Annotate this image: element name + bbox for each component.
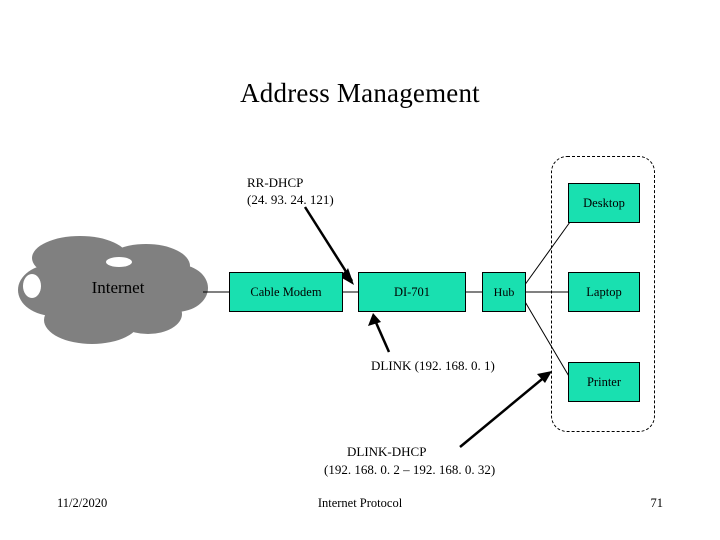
device-di-701-label: DI-701 [393, 284, 431, 299]
annotation-dlink-dhcp-range: (192. 168. 0. 2 – 192. 168. 0. 32) [324, 462, 496, 477]
footer-page-number: 71 [650, 496, 664, 510]
device-cable-modem-label: Cable Modem [250, 284, 322, 299]
page-title: Address Management [240, 78, 480, 108]
internet-cloud-label: Internet [91, 278, 145, 297]
device-laptop[interactable]: Laptop [568, 272, 640, 312]
cloud-svg [18, 236, 208, 344]
annotation-dlink-dhcp-title: DLINK-DHCP [347, 444, 427, 459]
device-hub[interactable]: Hub [482, 272, 526, 312]
device-printer[interactable]: Printer [568, 362, 640, 402]
internet-cloud-shape [18, 228, 218, 348]
annotation-dlink-gateway: DLINK (192. 168. 0. 1) [371, 358, 495, 373]
annotation-rr-dhcp-title: RR-DHCP [247, 175, 304, 190]
device-di-701[interactable]: DI-701 [358, 272, 466, 312]
device-hub-label: Hub [493, 284, 515, 299]
footer-title: Internet Protocol [317, 496, 403, 510]
device-printer-label: Printer [586, 374, 622, 389]
lan-dashed-boundary [551, 156, 655, 432]
footer-date: 11/2/2020 [57, 496, 108, 510]
device-cable-modem[interactable]: Cable Modem [229, 272, 343, 312]
device-laptop-label: Laptop [586, 284, 622, 299]
device-desktop-label: Desktop [583, 195, 625, 210]
annotation-rr-dhcp-address: (24. 93. 24. 121) [247, 192, 334, 207]
device-desktop[interactable]: Desktop [568, 183, 640, 223]
